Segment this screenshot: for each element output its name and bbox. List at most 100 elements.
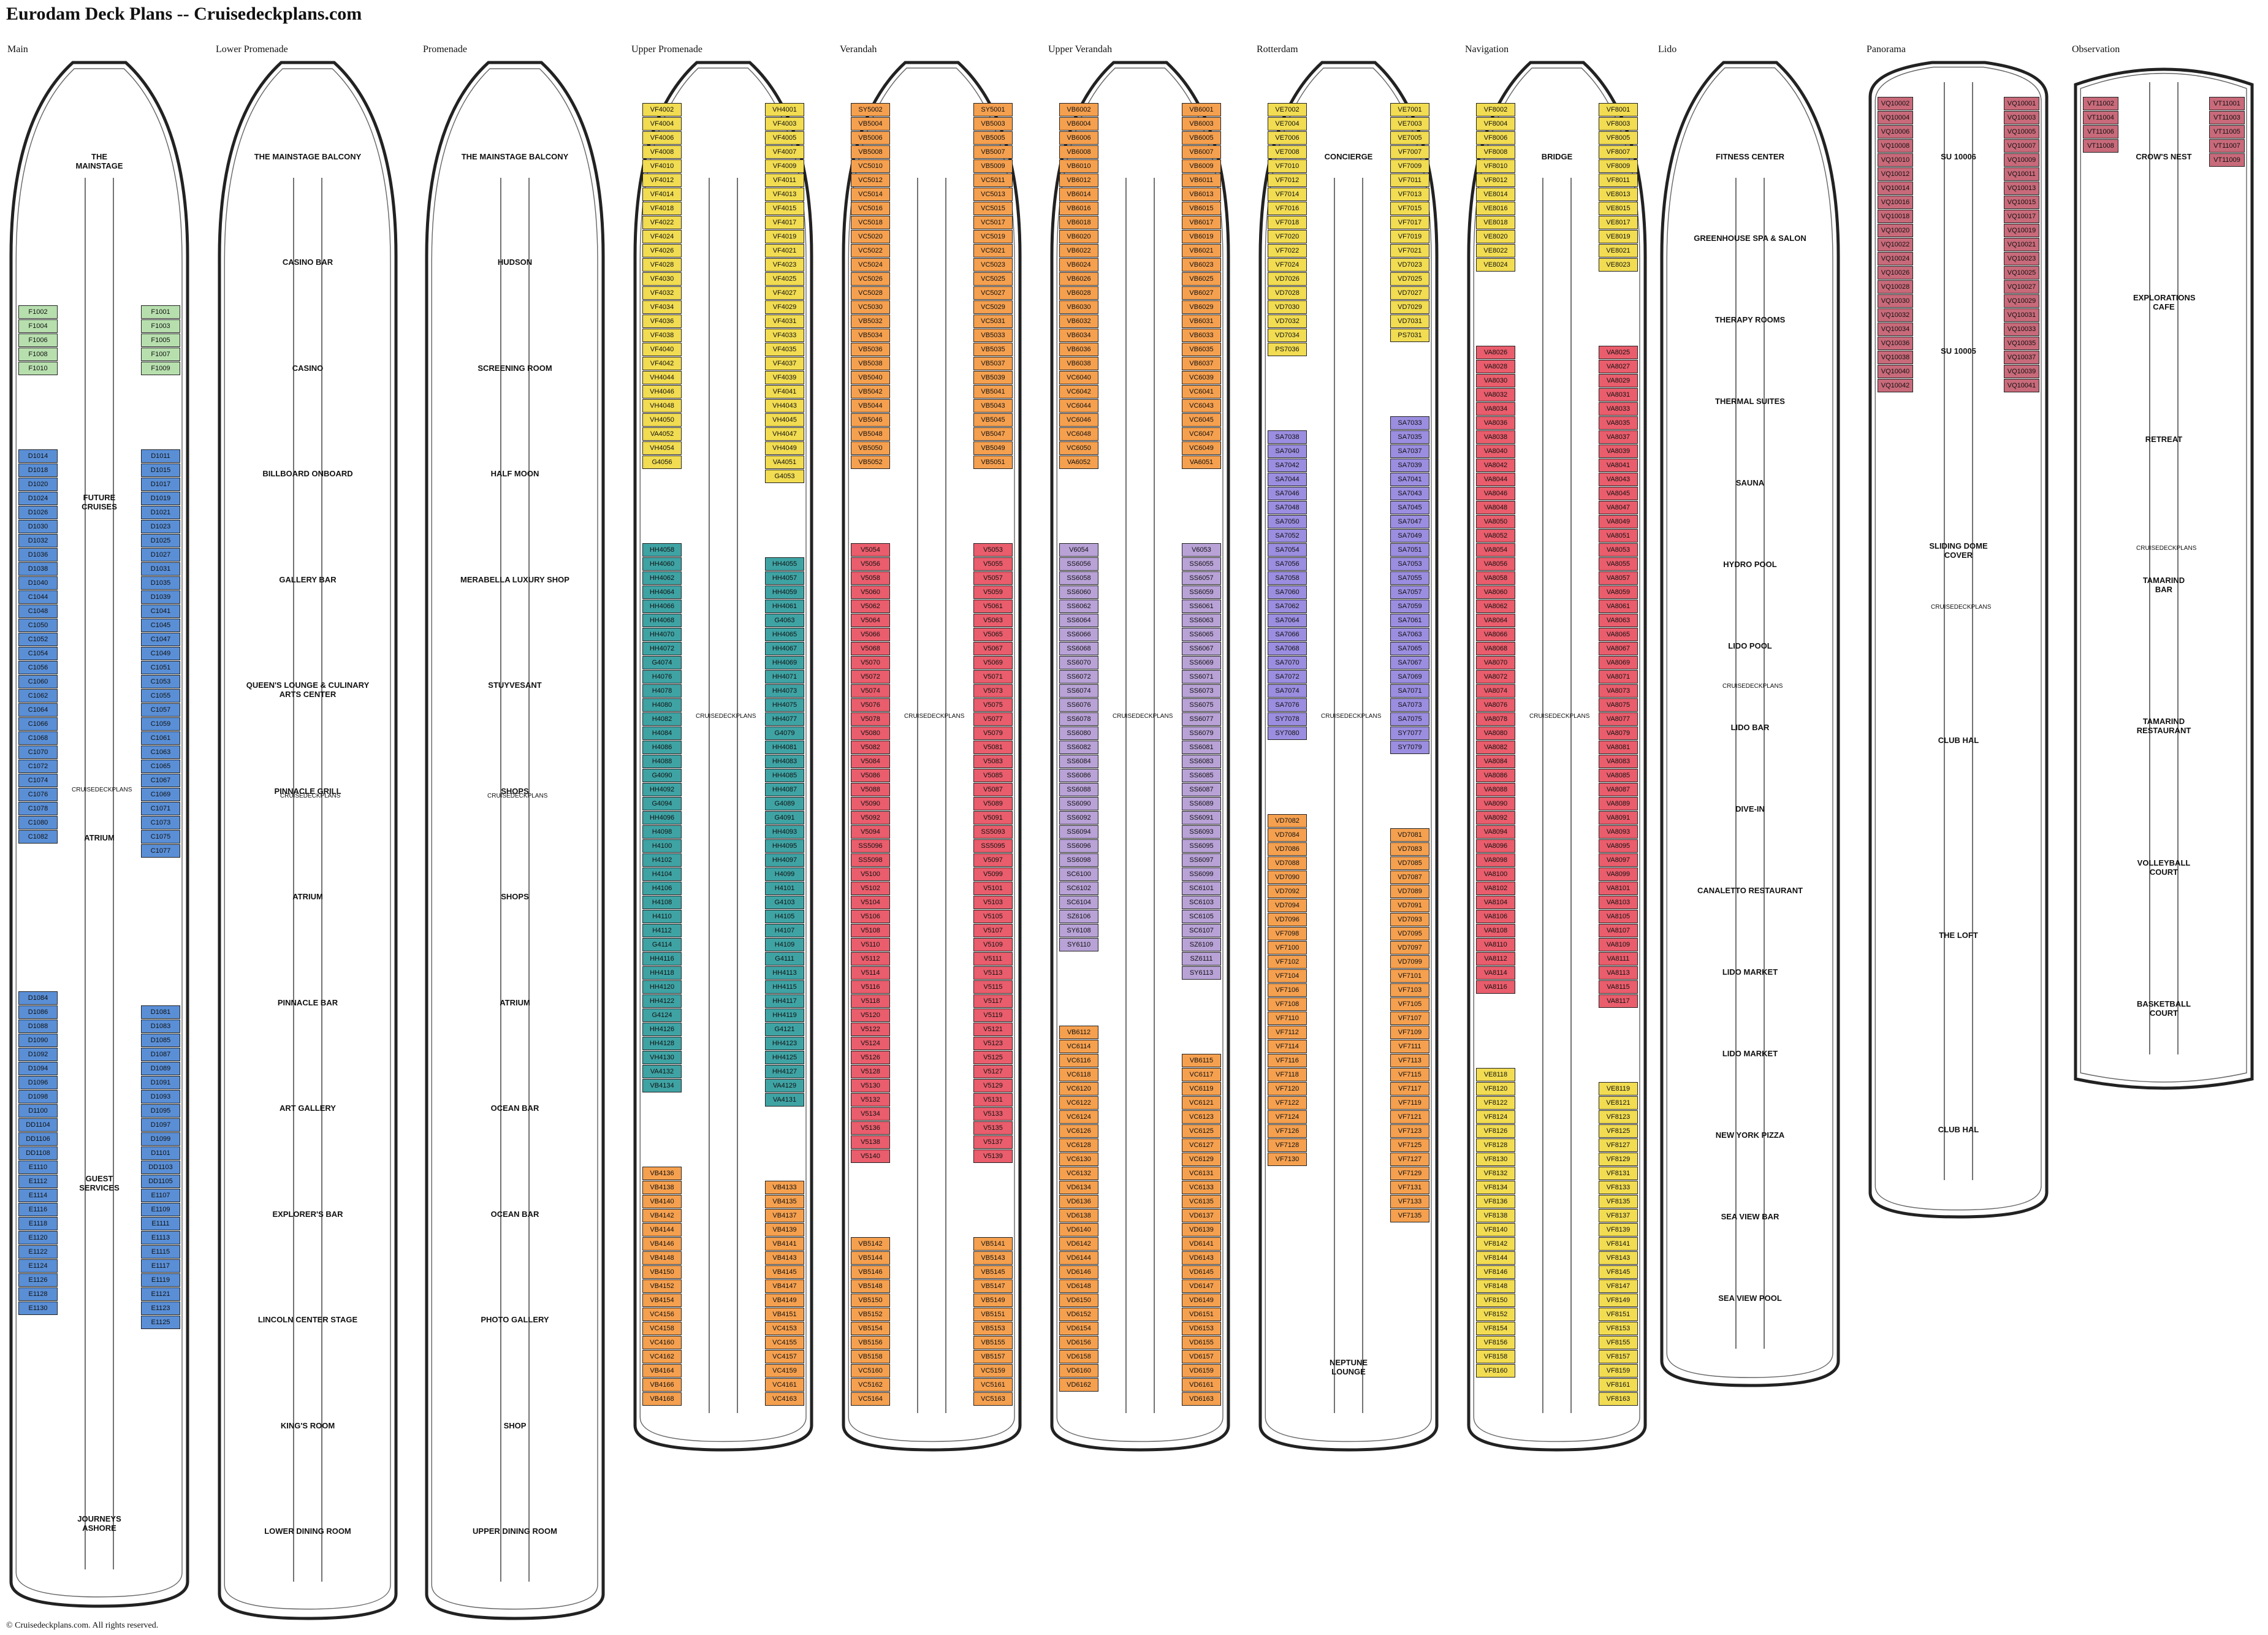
cabin-vq10035[interactable]: VQ10035 [2004, 337, 2039, 350]
cabin-vq10031[interactable]: VQ10031 [2004, 308, 2039, 322]
cabin-vq10013[interactable]: VQ10013 [2004, 181, 2039, 195]
cabin-sz6106[interactable]: SZ6106 [1059, 910, 1098, 923]
cabin-sc6104[interactable]: SC6104 [1059, 896, 1098, 909]
cabin-vb5033[interactable]: VB5033 [973, 329, 1013, 342]
cabin-ve7001[interactable]: VE7001 [1390, 103, 1429, 116]
cabin-ss6069[interactable]: SS6069 [1182, 656, 1221, 669]
cabin-va8059[interactable]: VA8059 [1599, 585, 1638, 599]
cabin-vb4138[interactable]: VB4138 [642, 1181, 682, 1194]
cabin-vf7125[interactable]: VF7125 [1390, 1138, 1429, 1152]
cabin-vf8150[interactable]: VF8150 [1476, 1294, 1515, 1307]
cabin-vd6149[interactable]: VD6149 [1182, 1294, 1221, 1307]
cabin-sa7061[interactable]: SA7061 [1390, 614, 1429, 627]
cabin-hh4064[interactable]: HH4064 [642, 585, 682, 599]
cabin-vb5004[interactable]: VB5004 [851, 117, 890, 131]
cabin-va8056[interactable]: VA8056 [1476, 557, 1515, 571]
cabin-va8090[interactable]: VA8090 [1476, 797, 1515, 810]
cabin-vd7084[interactable]: VD7084 [1268, 828, 1307, 842]
cabin-c1061[interactable]: C1061 [141, 731, 180, 745]
cabin-sa7074[interactable]: SA7074 [1268, 684, 1307, 698]
cabin-vb4164[interactable]: VB4164 [642, 1364, 682, 1378]
cabin-vf7112[interactable]: VF7112 [1268, 1026, 1307, 1039]
cabin-va8025[interactable]: VA8025 [1599, 346, 1638, 359]
cabin-v5066[interactable]: V5066 [851, 628, 890, 641]
cabin-ss6061[interactable]: SS6061 [1182, 600, 1221, 613]
cabin-vt11004[interactable]: VT11004 [2083, 111, 2118, 124]
cabin-vd7029[interactable]: VD7029 [1390, 300, 1429, 314]
cabin-c1049[interactable]: C1049 [141, 647, 180, 660]
cabin-e1118[interactable]: E1118 [18, 1217, 58, 1230]
cabin-va8117[interactable]: VA8117 [1599, 994, 1638, 1008]
cabin-vf4022[interactable]: VF4022 [642, 216, 682, 229]
cabin-va8030[interactable]: VA8030 [1476, 374, 1515, 387]
cabin-sz6111[interactable]: SZ6111 [1182, 952, 1221, 966]
cabin-ss6056[interactable]: SS6056 [1059, 557, 1098, 571]
cabin-vb6005[interactable]: VB6005 [1182, 131, 1221, 145]
cabin-vd7025[interactable]: VD7025 [1390, 272, 1429, 286]
cabin-va8103[interactable]: VA8103 [1599, 896, 1638, 909]
cabin-d1084[interactable]: D1084 [18, 991, 58, 1005]
cabin-dd1104[interactable]: DD1104 [18, 1118, 58, 1132]
cabin-vf7101[interactable]: VF7101 [1390, 969, 1429, 983]
cabin-vb5144[interactable]: VB5144 [851, 1251, 890, 1265]
cabin-va8075[interactable]: VA8075 [1599, 698, 1638, 712]
cabin-d1023[interactable]: D1023 [141, 520, 180, 533]
cabin-d1020[interactable]: D1020 [18, 478, 58, 491]
cabin-vf7105[interactable]: VF7105 [1390, 997, 1429, 1011]
cabin-vc6120[interactable]: VC6120 [1059, 1082, 1098, 1096]
cabin-vf8010[interactable]: VF8010 [1476, 159, 1515, 173]
cabin-sa7062[interactable]: SA7062 [1268, 600, 1307, 613]
cabin-va8080[interactable]: VA8080 [1476, 726, 1515, 740]
cabin-v5136[interactable]: V5136 [851, 1121, 890, 1135]
cabin-c1059[interactable]: C1059 [141, 717, 180, 731]
cabin-hh4115[interactable]: HH4115 [765, 980, 804, 994]
cabin-ss6059[interactable]: SS6059 [1182, 585, 1221, 599]
cabin-vc6127[interactable]: VC6127 [1182, 1138, 1221, 1152]
cabin-vf4008[interactable]: VF4008 [642, 145, 682, 159]
cabin-vb6009[interactable]: VB6009 [1182, 159, 1221, 173]
cabin-va8108[interactable]: VA8108 [1476, 924, 1515, 937]
cabin-vb6008[interactable]: VB6008 [1059, 145, 1098, 159]
cabin-c1063[interactable]: C1063 [141, 745, 180, 759]
cabin-va8026[interactable]: VA8026 [1476, 346, 1515, 359]
cabin-sa7046[interactable]: SA7046 [1268, 487, 1307, 500]
cabin-vc6132[interactable]: VC6132 [1059, 1167, 1098, 1180]
cabin-va8111[interactable]: VA8111 [1599, 952, 1638, 966]
cabin-sa7073[interactable]: SA7073 [1390, 698, 1429, 712]
cabin-v5113[interactable]: V5113 [973, 966, 1013, 980]
cabin-vf4017[interactable]: VF4017 [765, 216, 804, 229]
cabin-sa7052[interactable]: SA7052 [1268, 529, 1307, 543]
cabin-d1018[interactable]: D1018 [18, 463, 58, 477]
cabin-vf8144[interactable]: VF8144 [1476, 1251, 1515, 1265]
cabin-sa7055[interactable]: SA7055 [1390, 571, 1429, 585]
cabin-va4051[interactable]: VA4051 [765, 455, 804, 469]
cabin-vc4153[interactable]: VC4153 [765, 1322, 804, 1335]
cabin-vf4018[interactable]: VF4018 [642, 202, 682, 215]
cabin-v5090[interactable]: V5090 [851, 797, 890, 810]
cabin-vb6013[interactable]: VB6013 [1182, 188, 1221, 201]
cabin-vc5017[interactable]: VC5017 [973, 216, 1013, 229]
cabin-vb6012[interactable]: VB6012 [1059, 173, 1098, 187]
cabin-ve8019[interactable]: VE8019 [1599, 230, 1638, 243]
cabin-vf8135[interactable]: VF8135 [1599, 1195, 1638, 1208]
cabin-ss6060[interactable]: SS6060 [1059, 585, 1098, 599]
cabin-vc5026[interactable]: VC5026 [851, 272, 890, 286]
cabin-d1099[interactable]: D1099 [141, 1132, 180, 1146]
cabin-vf4011[interactable]: VF4011 [765, 173, 804, 187]
cabin-va8047[interactable]: VA8047 [1599, 501, 1638, 514]
cabin-vc5025[interactable]: VC5025 [973, 272, 1013, 286]
cabin-sy7077[interactable]: SY7077 [1390, 726, 1429, 740]
cabin-ss6099[interactable]: SS6099 [1182, 867, 1221, 881]
cabin-hh4092[interactable]: HH4092 [642, 783, 682, 796]
cabin-vb5051[interactable]: VB5051 [973, 455, 1013, 469]
cabin-v5119[interactable]: V5119 [973, 1008, 1013, 1022]
cabin-vb6018[interactable]: VB6018 [1059, 216, 1098, 229]
cabin-ss6092[interactable]: SS6092 [1059, 811, 1098, 825]
cabin-ss5093[interactable]: SS5093 [973, 825, 1013, 839]
cabin-d1086[interactable]: D1086 [18, 1005, 58, 1019]
cabin-vf8157[interactable]: VF8157 [1599, 1350, 1638, 1363]
cabin-ss6078[interactable]: SS6078 [1059, 712, 1098, 726]
